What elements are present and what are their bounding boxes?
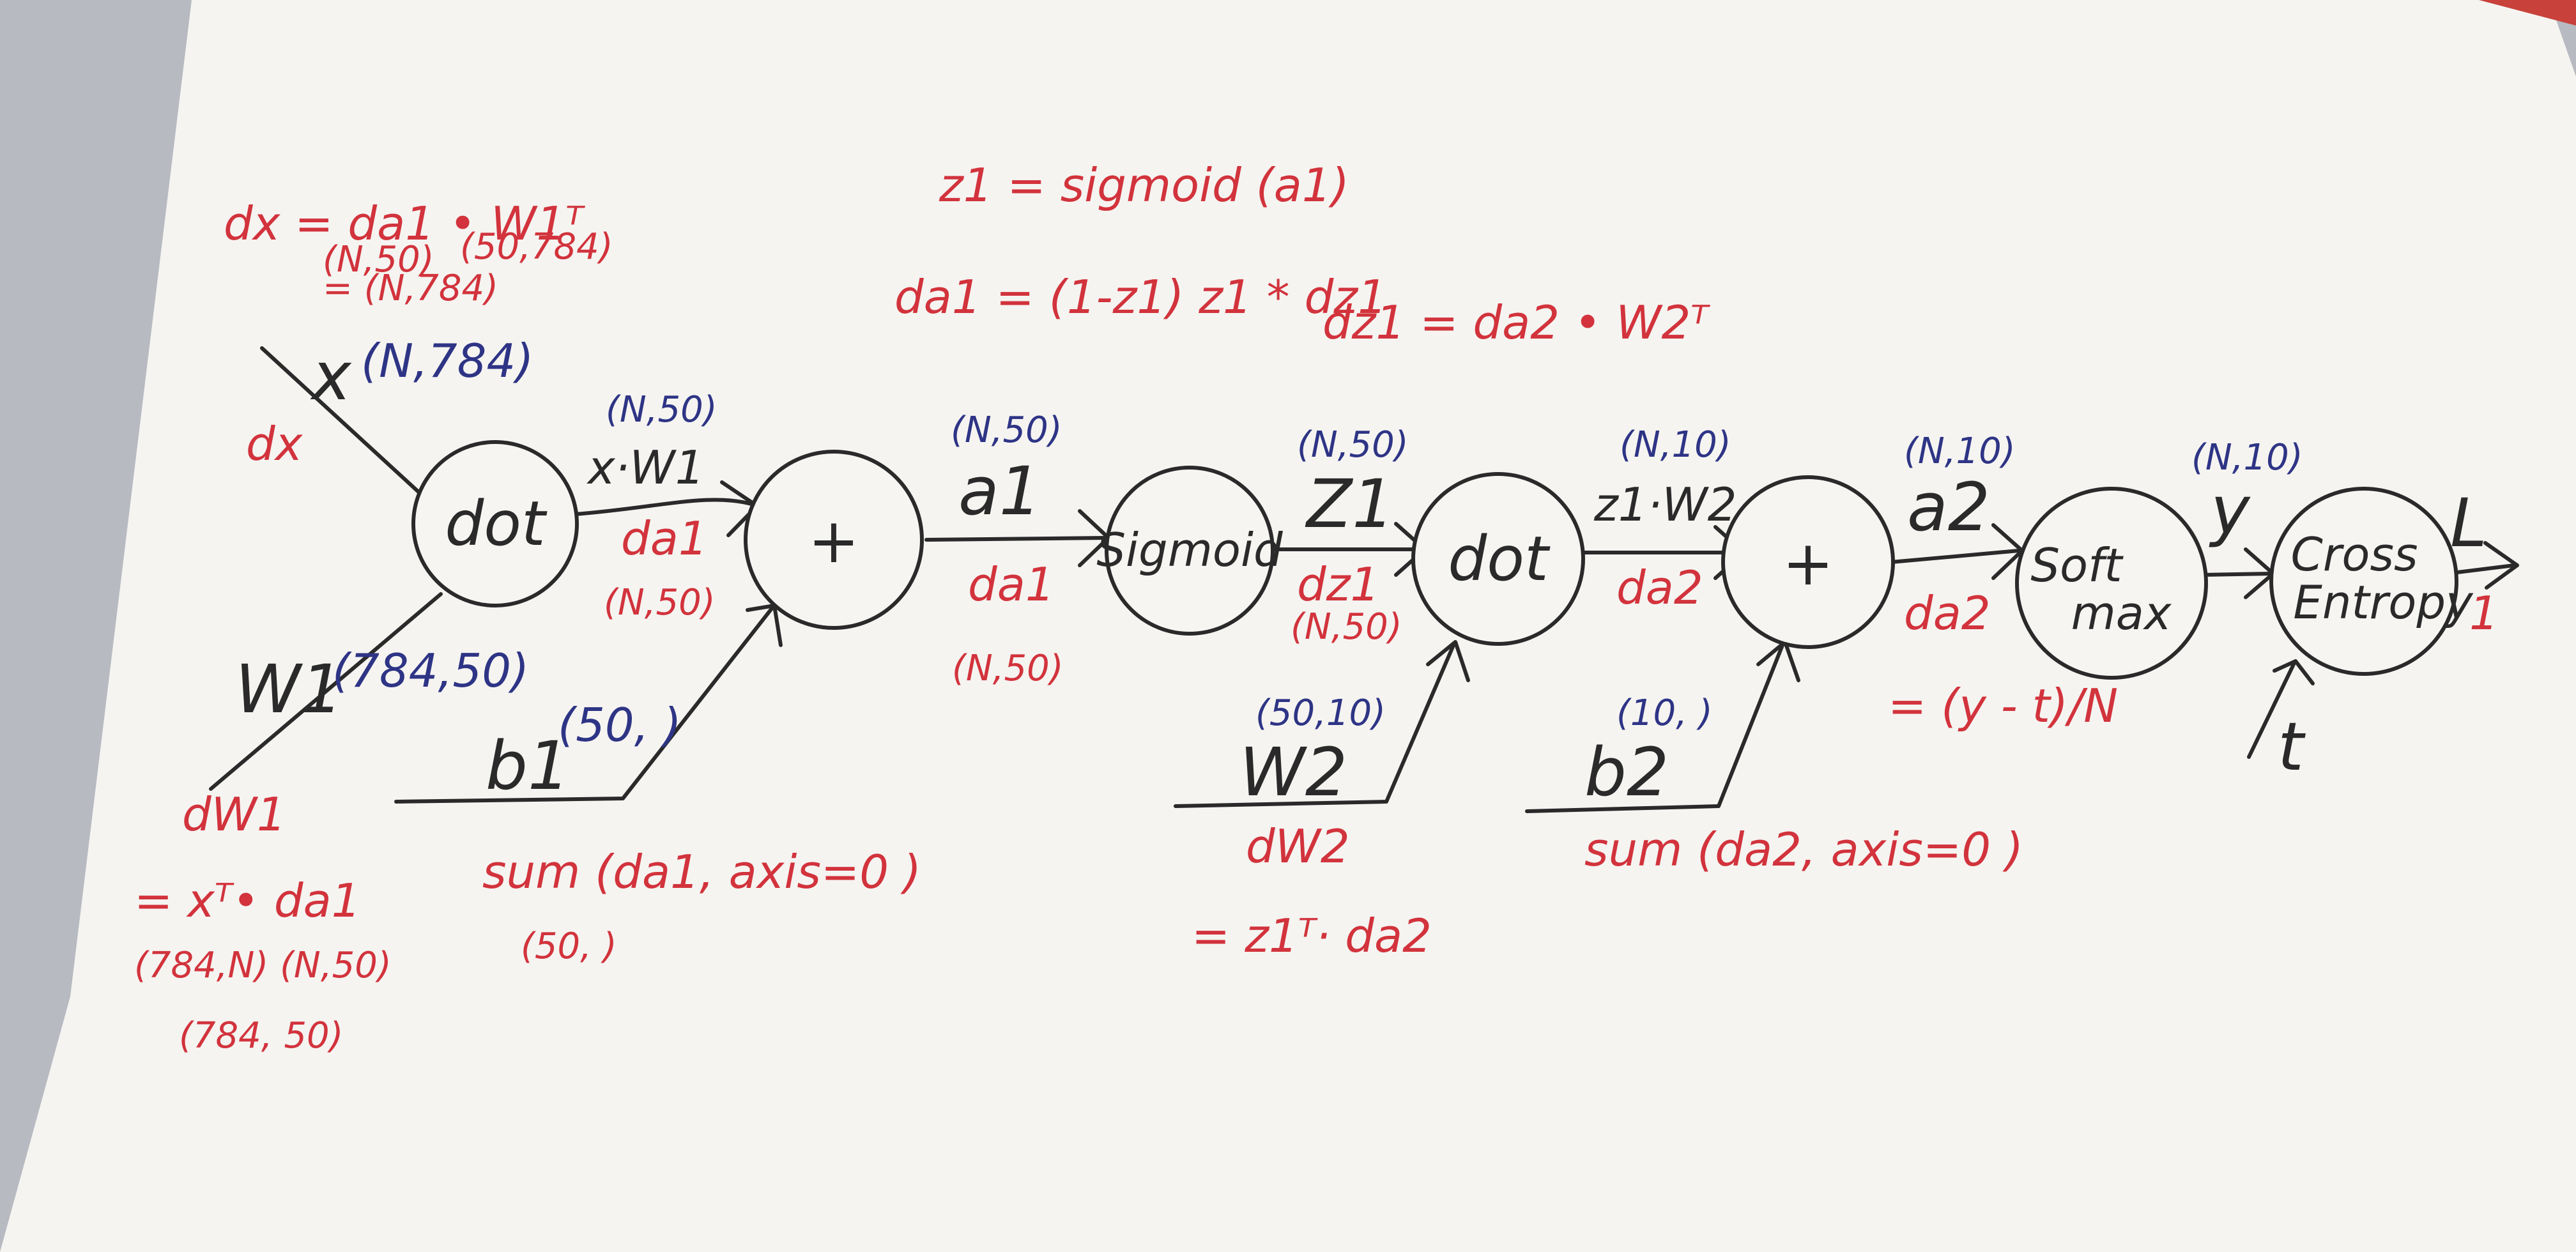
a2-label: a2 [1907, 468, 1990, 546]
arrowhead-cross-loss [2483, 541, 2519, 590]
node-cross-entropy-label-line2: Entropy [2293, 576, 2474, 629]
weight-w1-label: W1 [235, 650, 343, 728]
node-plus-2: + [1721, 475, 1895, 649]
node-sigmoid: Sigmoid [1096, 466, 1284, 636]
da2-gradient-right: da2 [1904, 586, 1991, 640]
z1-label: Z1 [1305, 465, 1394, 543]
dz1-gradient: dz1 [1297, 558, 1379, 611]
a2-shape: (N,10) [1904, 431, 2016, 472]
a1-shape: (N,50) [951, 409, 1062, 451]
db1-equation: sum (da1, axis=0 ) [482, 845, 921, 899]
backward-labels: dx = da1 • W1ᵀ (N,50) (50,784) = (N,784)… [134, 158, 2499, 1057]
node-softmax-label-line2: max [2071, 586, 2172, 640]
input-x-shape: (N,784) [361, 334, 533, 388]
dx-result-shape: = (N,784) [323, 268, 498, 309]
dw1-equation: = xᵀ• da1 [134, 874, 361, 928]
da1-gradient-top-shape: (N,50) [604, 582, 716, 623]
node-plus-1: + [744, 450, 924, 630]
dx-label: dx [246, 417, 303, 471]
edge-dot1-to-plus1 [573, 498, 756, 516]
dx-equation: dx = da1 • W1ᵀ [224, 197, 585, 250]
node-dot-2-label: dot [1448, 523, 1551, 595]
da1-equation: da1 = (1-z1) z1 * dz1 [894, 270, 1387, 324]
z1-shape: (N,50) [1297, 424, 1409, 466]
node-cross-entropy: Cross Entropy [2269, 487, 2474, 676]
dz1-equation: dz1 = da2 • W2ᵀ [1322, 296, 1710, 349]
target-t-label: t [2278, 708, 2306, 786]
bias-b2-label: b2 [1584, 733, 1669, 811]
node-plus-2-label: + [1782, 528, 1834, 599]
da1-gradient-mid: da1 [968, 558, 1055, 611]
w2-shape: (50,10) [1255, 692, 1386, 734]
bias-b1-shape: (50, ) [558, 698, 682, 752]
b2-shape: (10, ) [1616, 692, 1713, 734]
edge-b1-to-plus1 [394, 605, 775, 804]
initial-gradient-one: 1 [2469, 586, 2499, 640]
node-softmax: Soft max [2015, 487, 2208, 680]
node-cross-entropy-label-line1: Cross [2291, 528, 2418, 581]
xw1-shape: (N,50) [606, 389, 717, 431]
dz1-gradient-shape: (N,50) [1291, 606, 1402, 648]
dw1-result-shape: (784, 50) [179, 1015, 343, 1057]
node-dot-2: dot [1411, 472, 1585, 646]
node-plus-1-label: + [808, 505, 859, 577]
edge-plus2-to-softmax [1889, 549, 2021, 564]
node-plus-2-circle [1721, 475, 1895, 649]
node-dot-1: dot [411, 440, 579, 607]
dw1-label: dW1 [182, 788, 286, 841]
node-softmax-label-line1: Soft [2030, 538, 2124, 592]
weight-w1-shape: (784,50) [332, 644, 529, 698]
db1-shape: (50, ) [521, 926, 617, 967]
weight-w2-label: W2 [1239, 733, 1347, 811]
z1-sigmoid-equation: z1 = sigmoid (a1) [939, 158, 1349, 212]
a1-label: a1 [958, 452, 1041, 530]
edge-w1-to-dot [209, 592, 443, 791]
z1w2-label: z1·W2 [1593, 478, 1737, 531]
edge-plus1-to-sigmoid [924, 536, 1107, 542]
edge-x-to-dot [260, 346, 420, 494]
node-softmax-circle [2015, 487, 2208, 680]
da2-formula: = (y - t)/N [1888, 679, 2118, 733]
db2-equation: sum (da2, axis=0 ) [1584, 823, 2023, 876]
da1-gradient-mid-shape: (N,50) [952, 648, 1064, 689]
dx-shape-w1t: (50,784) [460, 226, 613, 268]
z1w2-shape: (N,10) [1620, 424, 1731, 466]
node-plus-1-circle [744, 450, 924, 630]
arrowhead-b1-plus1 [746, 604, 783, 647]
da1-gradient-top: da1 [621, 512, 708, 565]
input-x-label: x [310, 337, 352, 415]
dw2-equation: = z1ᵀ· da2 [1192, 909, 1432, 963]
edge-w2-to-dot2 [1174, 643, 1455, 808]
arrowhead-t-cross [2273, 659, 2315, 685]
da2-gradient-mid: da2 [1616, 561, 1703, 615]
node-sigmoid-label: Sigmoid [1096, 523, 1284, 577]
edge-t-to-cross [2247, 662, 2296, 759]
edge-cross-to-loss [2445, 563, 2516, 576]
arrowhead-b2-plus2 [1756, 640, 1800, 682]
forward-labels: x (N,784) W1 (784,50) (N,50) x·W1 b1 (50… [235, 334, 2487, 811]
node-cross-entropy-circle [2269, 487, 2458, 676]
node-dot-2-circle [1411, 472, 1585, 646]
node-dot-1-label: dot [445, 488, 548, 560]
arrowhead-w2-dot2 [1426, 640, 1470, 682]
dx-shape-da1: (N,50) [323, 239, 434, 280]
bias-b1-label: b1 [486, 727, 570, 805]
y-shape: (N,10) [2191, 437, 2303, 478]
dw2-label: dW2 [1246, 820, 1350, 873]
node-dot-1-circle [411, 440, 579, 607]
output-y-label: y [2209, 471, 2251, 549]
xw1-label: x·W1 [586, 441, 705, 494]
dw1-equation-shapes: (784,N) (N,50) [134, 945, 392, 986]
edge-softmax-to-cross [2199, 572, 2273, 577]
node-sigmoid-circle [1105, 466, 1275, 636]
edge-b2-to-plus2 [1525, 643, 1784, 813]
loss-l-label: L [2450, 484, 2487, 562]
